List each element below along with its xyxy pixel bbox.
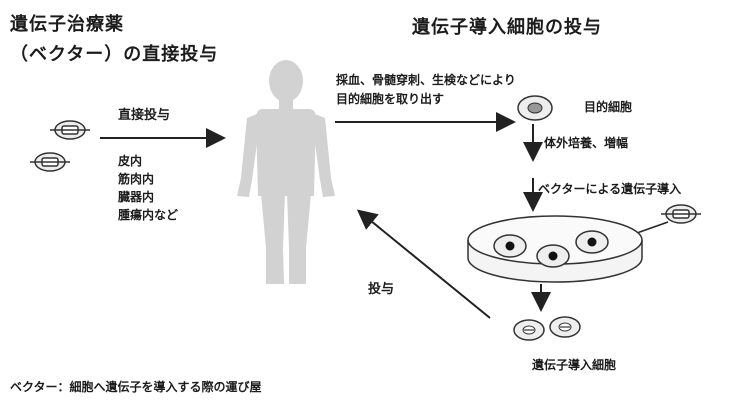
extraction-label-line2: 目的細胞を取り出す (336, 92, 445, 106)
vector-icon (50, 120, 90, 140)
vector-icon (30, 152, 70, 172)
route-item: 筋肉内 (118, 172, 155, 186)
target-cell-icon (517, 95, 553, 121)
footnote: ベクター：細胞へ遺伝子を導入する際の運び屋 (10, 380, 262, 394)
extraction-label-line1: 採血、骨髄穿刺、生検などにより (336, 73, 516, 87)
left-title-line2: （ベクター）の直接投与 (10, 44, 219, 65)
route-list: 皮内 筋肉内 臓器内 腫瘍内など (118, 152, 178, 224)
transduced-cell-icon (549, 316, 581, 338)
culture-label: 体外培養、増幅 (544, 136, 629, 150)
gene-transfer-label: ベクターによる遺伝子導入 (538, 182, 682, 196)
dish-cell-icon (493, 234, 527, 258)
dish-cell-icon (575, 230, 609, 254)
route-item: 臓器内 (118, 190, 155, 204)
vector-icon (661, 204, 701, 224)
transduced-cell-label: 遺伝子導入細胞 (532, 358, 617, 372)
administration-arrow (356, 209, 491, 319)
right-title: 遺伝子導入細胞の投与 (412, 17, 602, 38)
administration-label: 投与 (368, 282, 395, 297)
route-item: 皮内 (118, 154, 143, 168)
human-figure (237, 60, 335, 284)
target-cell-label: 目的細胞 (584, 100, 633, 114)
dish-cell-icon (536, 244, 570, 268)
route-item: 腫瘍内など (118, 208, 179, 222)
left-title-line1: 遺伝子治療薬 (10, 14, 124, 35)
transduced-cell-icon (513, 319, 545, 341)
direct-administration-label: 直接投与 (118, 108, 171, 123)
